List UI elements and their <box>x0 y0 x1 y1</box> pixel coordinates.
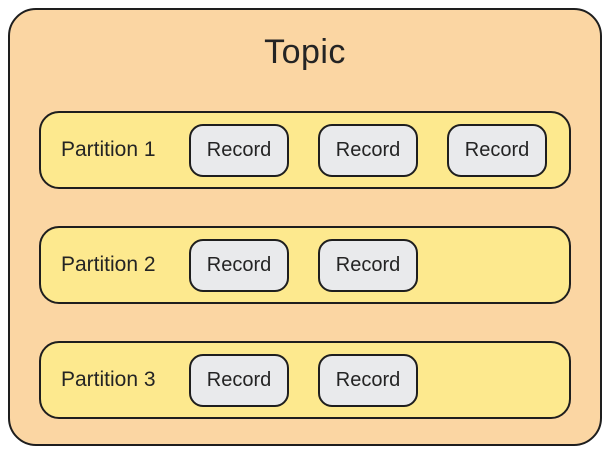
topic-title: Topic <box>264 33 346 71</box>
partition-row: Partition 3 Record Record <box>39 341 571 419</box>
record-label: Record <box>335 368 401 391</box>
record-label: Record <box>206 368 272 391</box>
partition-label: Partition 1 <box>61 138 156 161</box>
record-label: Record <box>335 253 401 276</box>
topic-container: Topic Partition 1 Record Record Record P… <box>8 8 602 446</box>
partitions: Partition 1 Record Record Record Partiti… <box>39 111 571 419</box>
record-label: Record <box>206 253 272 276</box>
record-label: Record <box>335 138 401 161</box>
record-list: Record Record <box>189 353 569 407</box>
record-box: Record <box>447 123 547 177</box>
partition-label: Partition 2 <box>61 253 156 276</box>
record-box: Record <box>189 238 289 292</box>
record-list: Record Record Record <box>189 123 569 177</box>
record-list: Record Record <box>189 238 569 292</box>
partition-label: Partition 3 <box>61 368 156 391</box>
record-box: Record <box>189 123 289 177</box>
record-box: Record <box>189 353 289 407</box>
record-label: Record <box>464 138 530 161</box>
partition-row: Partition 1 Record Record Record <box>39 111 571 189</box>
record-box: Record <box>318 353 418 407</box>
partition-row: Partition 2 Record Record <box>39 226 571 304</box>
record-box: Record <box>318 123 418 177</box>
record-label: Record <box>206 138 272 161</box>
record-box: Record <box>318 238 418 292</box>
